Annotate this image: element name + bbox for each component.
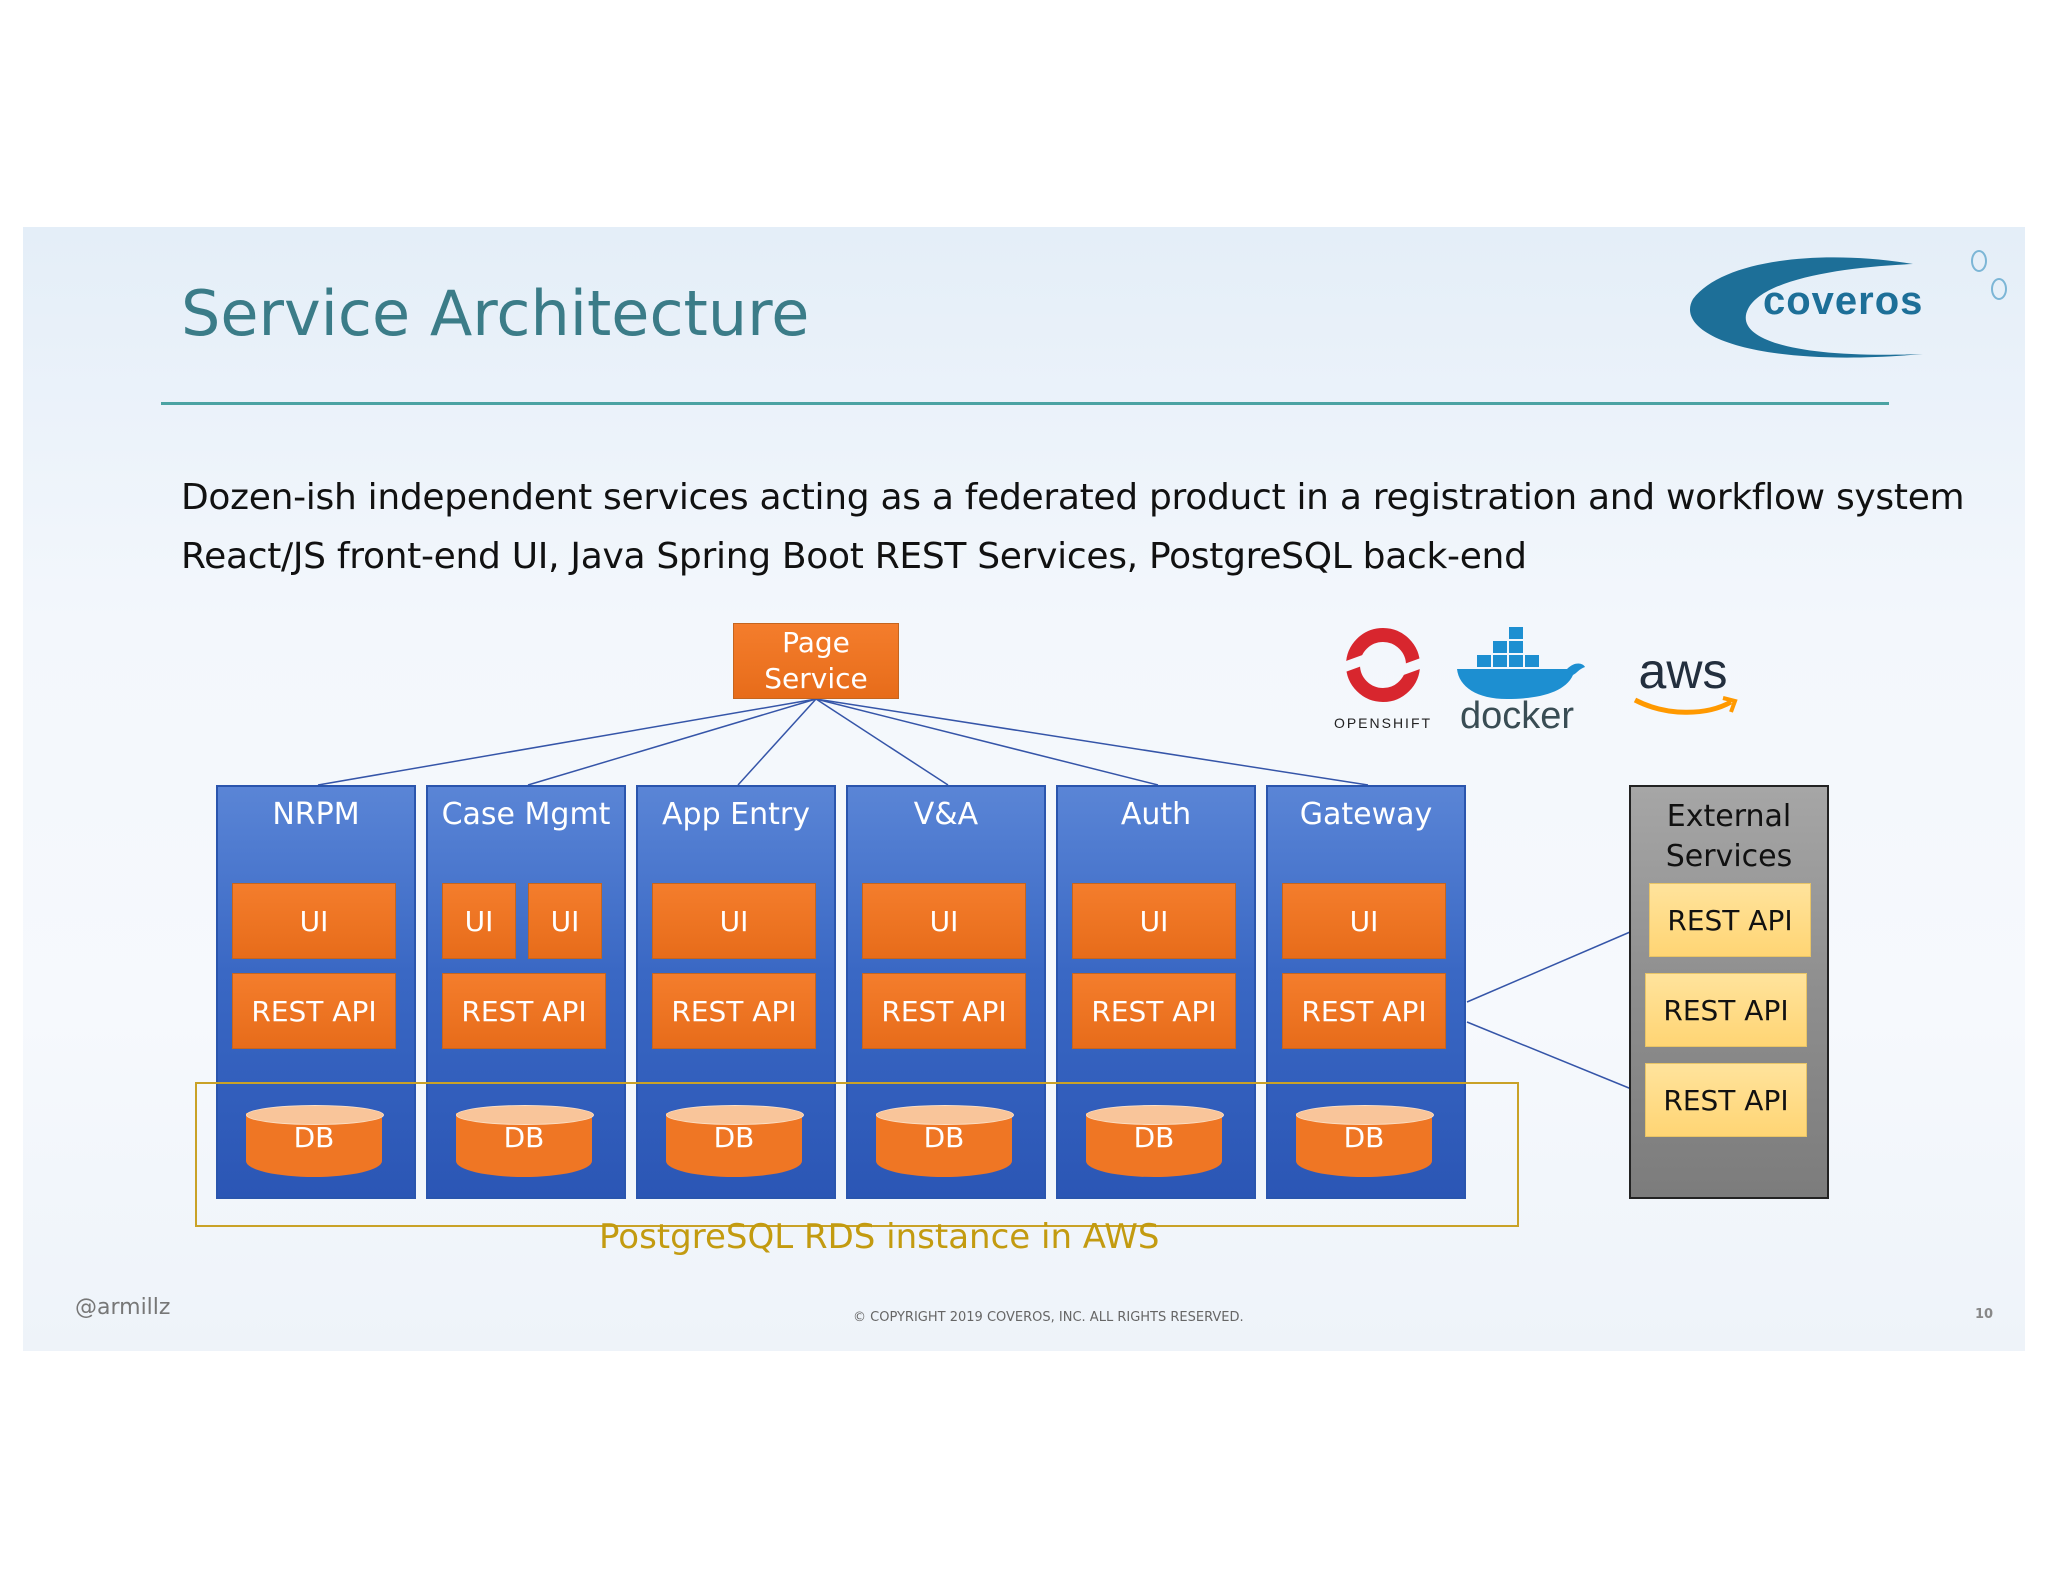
service-name: App Entry xyxy=(662,797,810,832)
external-services-title: External Services xyxy=(1631,797,1827,877)
db-cylinder-top xyxy=(876,1105,1014,1125)
service-name: Auth xyxy=(1120,797,1192,832)
page-service-box: Page Service xyxy=(733,623,899,699)
ui-box: UI xyxy=(652,883,816,959)
db-label: DB xyxy=(923,1121,965,1154)
bullet-2: React/JS front-end UI, Java Spring Boot … xyxy=(181,536,1527,577)
db-cylinder-icon: DB xyxy=(876,1105,1014,1177)
ui-box: UI xyxy=(442,883,516,959)
page-service-line1: Page xyxy=(782,626,850,659)
coveros-logo: coveros xyxy=(1663,239,2013,369)
docker-label: docker xyxy=(1459,695,1575,737)
db-cylinder-top xyxy=(1086,1105,1224,1125)
service-column: V&A UI REST API DB xyxy=(846,785,1046,1199)
coveros-logo-text: coveros xyxy=(1763,279,1924,323)
connector-lines xyxy=(317,698,1652,1098)
openshift-icon xyxy=(1342,628,1424,702)
external-rest-api-2: REST API xyxy=(1645,973,1807,1047)
db-cylinder-icon: DB xyxy=(1296,1105,1434,1177)
db-cylinder-icon: DB xyxy=(1086,1105,1224,1177)
rest-api-box: REST API xyxy=(652,973,816,1049)
db-cylinder-icon: DB xyxy=(456,1105,594,1177)
db-label: DB xyxy=(1133,1121,1175,1154)
external-title-line1: External xyxy=(1666,799,1792,834)
service-name: V&A xyxy=(913,797,979,832)
db-cylinder-top xyxy=(246,1105,384,1125)
footer-copyright: © COPYRIGHT 2019 COVEROS, INC. ALL RIGHT… xyxy=(853,1310,1244,1325)
aws-smile-icon xyxy=(1633,696,1738,715)
db-cylinder-icon: DB xyxy=(246,1105,384,1177)
db-cylinder-top xyxy=(1296,1105,1434,1125)
aws-logo: aws xyxy=(1623,642,1763,722)
slide: Service Architecture coveros Dozen-ish i… xyxy=(23,227,2025,1351)
postgres-rds-boundary xyxy=(195,1082,1519,1227)
openshift-logo: OPENSHIFT xyxy=(1333,627,1433,737)
postgres-rds-label: PostgreSQL RDS instance in AWS xyxy=(599,1217,1160,1257)
footer-handle: @armillz xyxy=(75,1295,171,1320)
page-number: 10 xyxy=(1975,1307,1994,1322)
rest-api-box: REST API xyxy=(1072,973,1236,1049)
service-column: NRPM UI REST API DB xyxy=(216,785,416,1199)
service-name: NRPM xyxy=(272,797,360,832)
coveros-swoosh-icon xyxy=(1689,250,2007,358)
ui-box: UI xyxy=(1072,883,1236,959)
rest-api-box: REST API xyxy=(232,973,396,1049)
docker-logo: docker xyxy=(1447,625,1587,740)
ui-box: UI xyxy=(232,883,396,959)
rest-api-box: REST API xyxy=(862,973,1026,1049)
db-cylinder-top xyxy=(666,1105,804,1125)
title-underline xyxy=(161,402,1889,405)
slide-title: Service Architecture xyxy=(181,277,810,350)
db-label: DB xyxy=(503,1121,545,1154)
openshift-label: OPENSHIFT xyxy=(1333,715,1433,731)
db-label: DB xyxy=(713,1121,755,1154)
external-rest-api-1: REST API xyxy=(1649,883,1811,957)
db-label: DB xyxy=(293,1121,335,1154)
rest-api-box: REST API xyxy=(442,973,606,1049)
service-name: Gateway xyxy=(1299,797,1433,832)
service-name: Case Mgmt xyxy=(441,797,611,832)
ui-box: UI xyxy=(1282,883,1446,959)
bullet-1: Dozen-ish independent services acting as… xyxy=(181,477,1965,518)
rest-api-box: REST API xyxy=(1282,973,1446,1049)
ui-box: UI xyxy=(862,883,1026,959)
ui-box: UI xyxy=(528,883,602,959)
db-cylinder-top xyxy=(456,1105,594,1125)
external-rest-api-3: REST API xyxy=(1645,1063,1807,1137)
external-services-box: External Services REST API REST API REST… xyxy=(1629,785,1829,1199)
db-label: DB xyxy=(1343,1121,1385,1154)
page-service-line2: Service xyxy=(764,662,868,695)
external-title-line2: Services xyxy=(1665,839,1793,874)
db-cylinder-icon: DB xyxy=(666,1105,804,1177)
docker-whale-icon xyxy=(1457,627,1585,699)
aws-label: aws xyxy=(1638,643,1728,699)
